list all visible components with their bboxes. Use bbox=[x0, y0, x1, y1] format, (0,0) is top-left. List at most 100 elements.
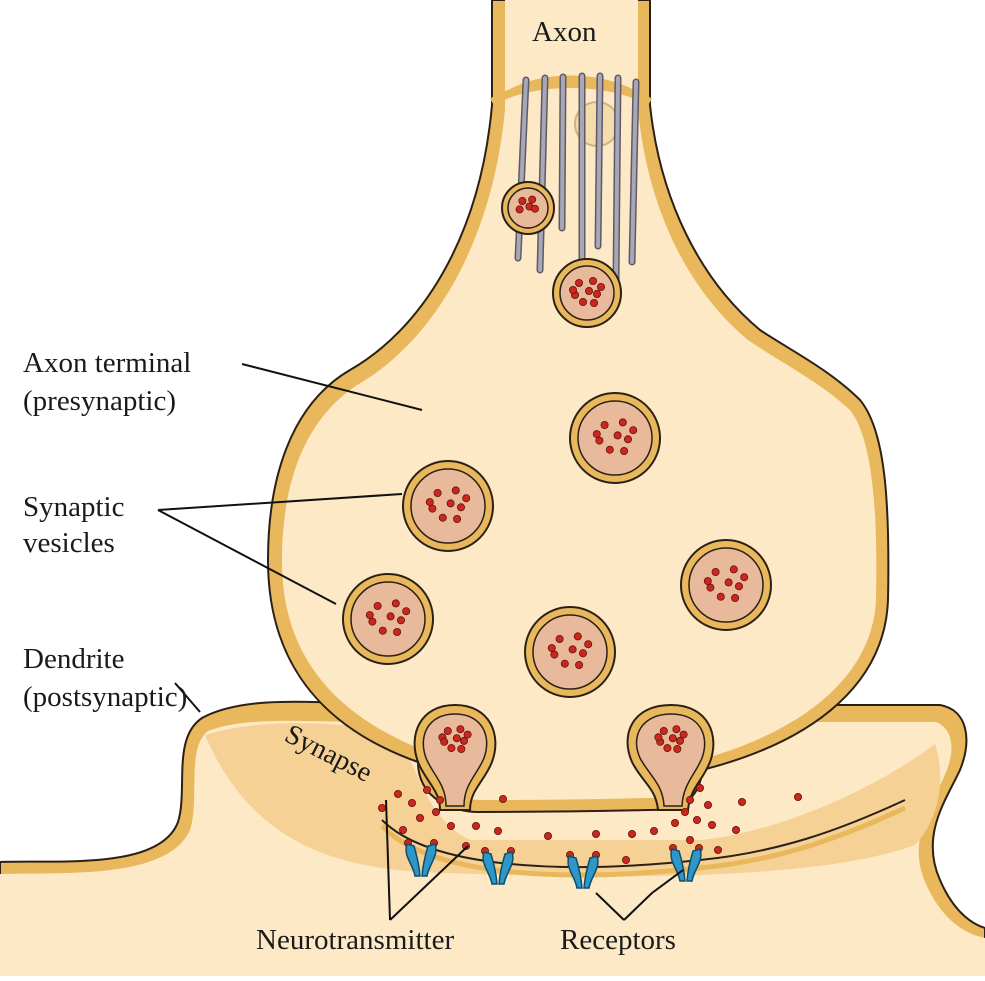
neurotransmitter-dot bbox=[457, 726, 464, 733]
neurotransmitter-dot bbox=[453, 735, 460, 742]
neurotransmitter-dot bbox=[394, 790, 401, 797]
neurotransmitter-dot bbox=[447, 500, 454, 507]
neurotransmitter-dot bbox=[423, 786, 430, 793]
neurotransmitter-dot bbox=[664, 745, 671, 752]
neurotransmitter-dot bbox=[708, 821, 715, 828]
neurotransmitter-dot bbox=[712, 568, 719, 575]
neurotransmitter-dot bbox=[606, 446, 613, 453]
neurotransmitter-dot bbox=[394, 628, 401, 635]
neurotransmitter-dot bbox=[593, 431, 600, 438]
neurotransmitter-dot bbox=[439, 514, 446, 521]
neurotransmitter-dot bbox=[447, 822, 454, 829]
dendrite-label: Dendrite bbox=[23, 642, 124, 677]
neurotransmitter-dot bbox=[601, 421, 608, 428]
axon-label: Axon bbox=[532, 15, 596, 50]
neurotransmitter-dot bbox=[707, 584, 714, 591]
neurotransmitter-dot bbox=[472, 822, 479, 829]
neurotransmitter-dot bbox=[686, 836, 693, 843]
neurotransmitter-dot bbox=[621, 447, 628, 454]
neurotransmitter-dot bbox=[408, 799, 415, 806]
neurotransmitter-dot bbox=[392, 600, 399, 607]
neurotransmitter-dot bbox=[531, 205, 538, 212]
presynaptic-label: (presynaptic) bbox=[23, 384, 176, 419]
neurotransmitter-dot bbox=[704, 801, 711, 808]
neurotransmitter-dot bbox=[426, 499, 433, 506]
neurotransmitter-dot bbox=[590, 299, 597, 306]
neurotransmitter-dot bbox=[432, 808, 439, 815]
neurotransmitter-dot bbox=[569, 646, 576, 653]
neurotransmitter-dot bbox=[519, 197, 526, 204]
vesicles-label: vesicles bbox=[23, 526, 115, 561]
neurotransmitter-dot bbox=[576, 661, 583, 668]
neurotransmitter-dot bbox=[556, 635, 563, 642]
neurotransmitter-dot bbox=[434, 489, 441, 496]
neurotransmitter-dot bbox=[561, 660, 568, 667]
neurotransmitter-dot bbox=[574, 633, 581, 640]
neurotransmitter-dot bbox=[589, 277, 596, 284]
neurotransmitter-dot bbox=[676, 737, 683, 744]
neurotransmitter-dot bbox=[458, 745, 465, 752]
neurotransmitter-dot bbox=[397, 617, 404, 624]
neurotransmitter-dot bbox=[569, 286, 576, 293]
axon-terminal-label: Axon terminal bbox=[23, 346, 191, 381]
neurotransmitter-dot bbox=[614, 432, 621, 439]
neurotransmitter-dot bbox=[717, 593, 724, 600]
neurotransmitter-dot bbox=[579, 298, 586, 305]
neurotransmitter-dot bbox=[499, 795, 506, 802]
neurotransmitter-dot bbox=[441, 738, 448, 745]
neurotransmitter-dot bbox=[669, 735, 676, 742]
postsynaptic-label: (postsynaptic) bbox=[23, 680, 187, 715]
neurotransmitter-dot bbox=[671, 819, 678, 826]
neurotransmitter-label: Neurotransmitter bbox=[256, 923, 454, 958]
neurotransmitter-dot bbox=[732, 594, 739, 601]
neurotransmitter-dot bbox=[416, 814, 423, 821]
neurotransmitter-dot bbox=[619, 419, 626, 426]
neurotransmitter-dot bbox=[379, 627, 386, 634]
neurotransmitter-dot bbox=[454, 515, 461, 522]
neurotransmitter-dot bbox=[452, 487, 459, 494]
neurotransmitter-dot bbox=[585, 287, 592, 294]
neurotransmitter-dot bbox=[592, 830, 599, 837]
neurotransmitter-dot bbox=[735, 583, 742, 590]
neurotransmitter-dot bbox=[714, 846, 721, 853]
neurotransmitter-dot bbox=[622, 856, 629, 863]
neurotransmitter-dot bbox=[403, 608, 410, 615]
neurotransmitter-dot bbox=[374, 602, 381, 609]
neurotransmitter-dot bbox=[444, 727, 451, 734]
neurotransmitter-dot bbox=[369, 618, 376, 625]
neurotransmitter-dot bbox=[738, 798, 745, 805]
neurotransmitter-dot bbox=[674, 745, 681, 752]
neurotransmitter-dot bbox=[463, 495, 470, 502]
neurotransmitter-dot bbox=[544, 832, 551, 839]
neurotransmitter-dot bbox=[378, 804, 385, 811]
neurotransmitter-dot bbox=[650, 827, 657, 834]
neurotransmitter-dot bbox=[597, 283, 604, 290]
neurotransmitter-dot bbox=[732, 826, 739, 833]
neurotransmitter-dot bbox=[585, 641, 592, 648]
neurotransmitter-dot bbox=[529, 196, 536, 203]
synaptic-label: Synaptic bbox=[23, 490, 125, 525]
neurotransmitter-dot bbox=[387, 613, 394, 620]
neurotransmitter-dot bbox=[693, 816, 700, 823]
neurotransmitter-dot bbox=[494, 827, 501, 834]
neurotransmitter-dot bbox=[730, 566, 737, 573]
neurotransmitter-dot bbox=[448, 745, 455, 752]
neurotransmitter-dot bbox=[655, 734, 662, 741]
neurotransmitter-dot bbox=[579, 650, 586, 657]
neurotransmitter-dot bbox=[436, 796, 443, 803]
neurotransmitter-dot bbox=[696, 784, 703, 791]
neurotransmitter-dot bbox=[460, 737, 467, 744]
neurotransmitter-dot bbox=[551, 651, 558, 658]
neurotransmitter-dot bbox=[457, 504, 464, 511]
neurotransmitter-dot bbox=[628, 830, 635, 837]
neurotransmitter-dot bbox=[686, 796, 693, 803]
neurotransmitter-dot bbox=[399, 826, 406, 833]
neurotransmitter-dot bbox=[575, 279, 582, 286]
neurotransmitter-dot bbox=[660, 727, 667, 734]
neurotransmitter-dot bbox=[673, 726, 680, 733]
neurotransmitter-dot bbox=[794, 793, 801, 800]
neurotransmitter-dot bbox=[630, 427, 637, 434]
receptors-label: Receptors bbox=[560, 923, 676, 958]
